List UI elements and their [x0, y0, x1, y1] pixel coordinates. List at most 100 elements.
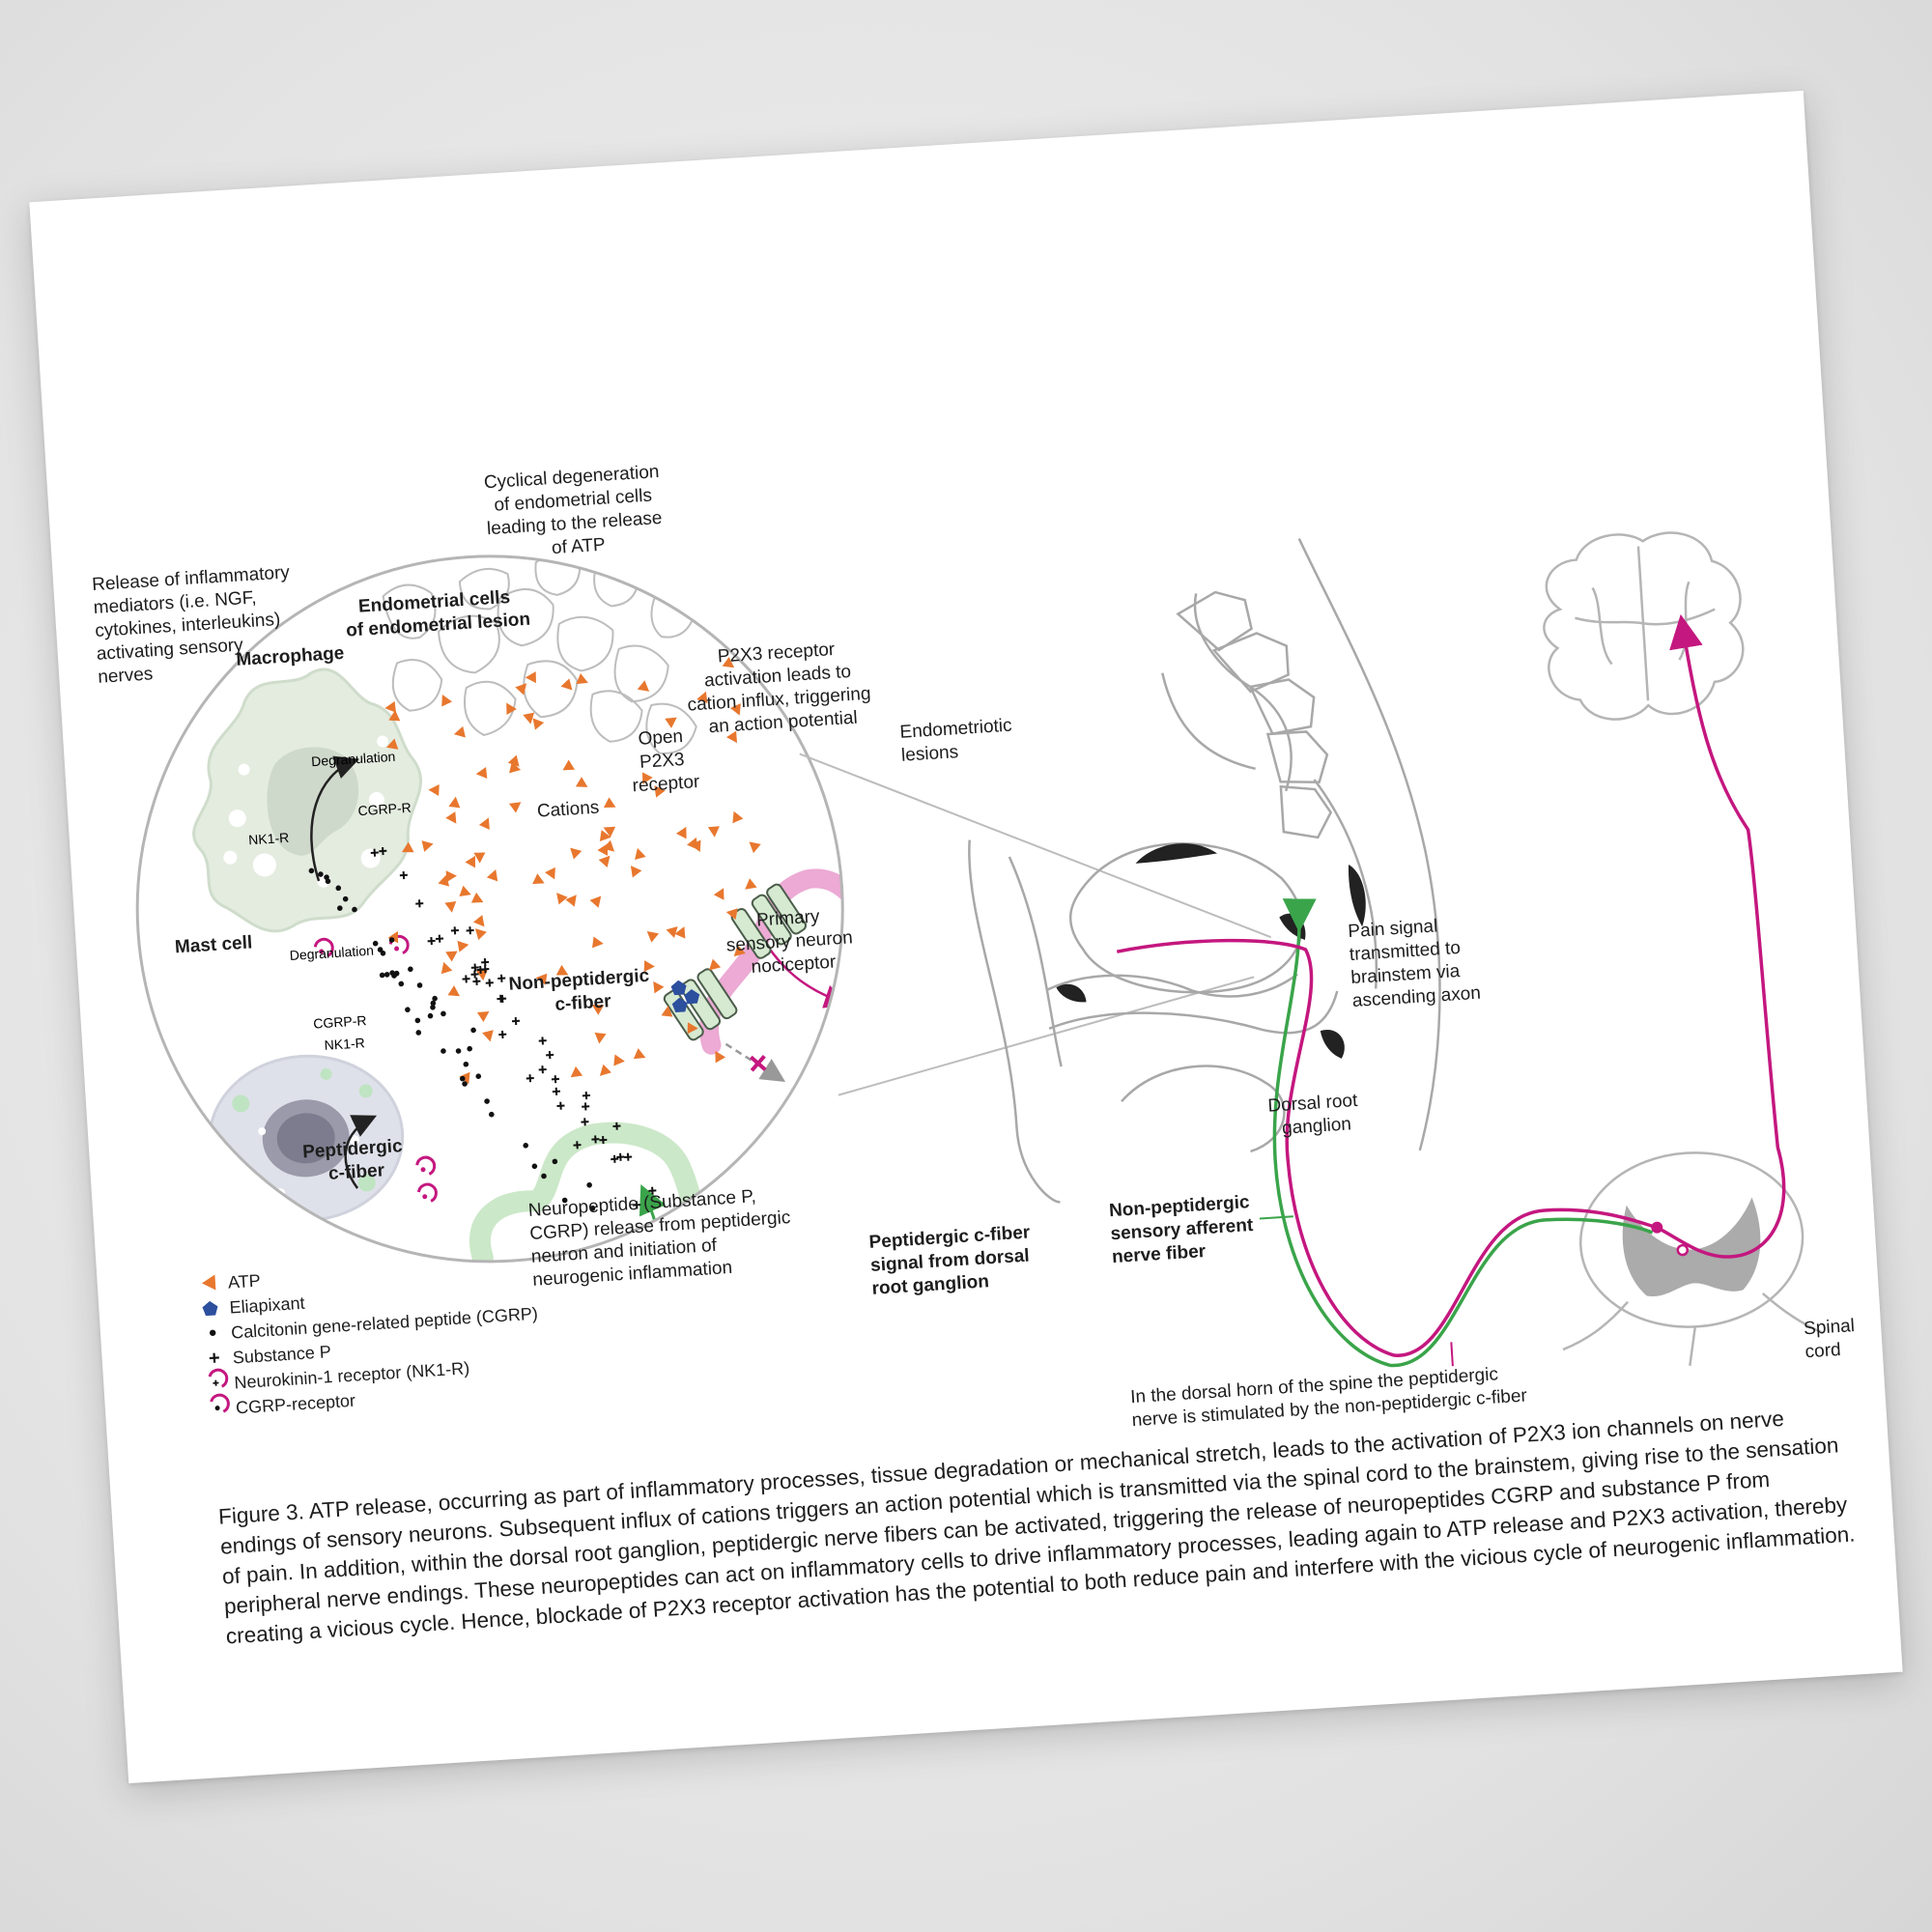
atp-molecule [729, 703, 741, 716]
substance-p-cross [470, 963, 479, 972]
substance-p-cross [582, 1092, 590, 1100]
atp-molecule [565, 895, 577, 907]
atp-molecule [687, 1022, 698, 1035]
atp-molecule [732, 810, 744, 824]
substance-p-cross [470, 970, 479, 979]
cgrp-dot [379, 972, 385, 979]
cgrp-dot [561, 1197, 568, 1204]
atp-molecule [591, 1005, 605, 1015]
atp-molecule [713, 888, 724, 900]
figure-sheet: Release of inflammatory mediators (i.e. … [29, 90, 1903, 1784]
cgrp-dot [552, 1158, 558, 1165]
cgrp-dot [475, 1073, 482, 1079]
label-pain-signal: Pain signal transmitted to brainstem via… [1348, 914, 1482, 1011]
substance-p-cross [466, 926, 474, 935]
atp-molecule [641, 772, 653, 784]
atp-molecules [384, 656, 761, 1085]
atp-molecule [448, 796, 461, 809]
cgrp-dot [416, 982, 423, 988]
cgrp-dot [462, 1081, 468, 1087]
atp-molecule [401, 841, 414, 853]
atp-molecule [722, 656, 735, 668]
legend-label: CGRP-receptor [235, 1391, 355, 1418]
cgrp-dot [470, 1027, 476, 1034]
non-peptidergic-nerve-path [1116, 938, 1658, 1357]
atp-molecule [602, 839, 615, 852]
atp-molecule [441, 695, 453, 707]
eliapixant-pentagon-icon [202, 1300, 218, 1317]
atp-molecule [687, 837, 698, 850]
cgrp-receptor-icon [210, 1393, 230, 1413]
substance-p-cross [462, 975, 470, 983]
cgrp-dot [484, 1098, 490, 1104]
atp-molecule [745, 878, 757, 890]
atp-molecule [637, 680, 650, 692]
cgrp-dot [586, 1181, 592, 1188]
zoom-circle-group [135, 554, 865, 1284]
substance-p-cross-icon [209, 1352, 219, 1363]
legend-item-substance-p: Substance P [209, 1342, 331, 1368]
label-neuropeptide-release: Neuropeptide (Substance P, CGRP) release… [527, 1184, 799, 1291]
atp-molecule [459, 885, 471, 897]
zoom-connector-lines [799, 753, 1271, 1096]
substance-p-cross [497, 974, 506, 982]
atp-molecule [635, 847, 646, 861]
atp-molecule [576, 673, 588, 685]
cgrp-dots [308, 867, 596, 1211]
atp-molecule [515, 683, 527, 696]
substance-p-cross [415, 899, 424, 908]
substance-p-cross [538, 1065, 547, 1074]
dorsal-root-ganglion-node [1651, 1221, 1663, 1234]
substance-p-cross [648, 1186, 657, 1195]
cgrp-dot [463, 1061, 469, 1067]
atp-molecule [545, 867, 555, 880]
cgrp-dot [405, 1007, 411, 1013]
legend: ATP Eliapixant Calcitonin gene-related p… [201, 1271, 538, 1418]
label-cations: Cations [536, 798, 600, 822]
atp-molecule [384, 700, 397, 713]
label-degranulation-macrophage: Degranulation [311, 749, 396, 769]
substance-p-cross [450, 926, 459, 935]
atp-molecule [506, 702, 517, 716]
dorsal-horn-synapse-node [1676, 1243, 1690, 1257]
spinal-cord-cross-section [1562, 1151, 1824, 1366]
cgrp-dot [342, 895, 349, 902]
cgrp-dot [432, 995, 438, 1002]
atp-molecule [535, 973, 548, 985]
substance-p-cross [427, 937, 436, 946]
cgrp-dot [467, 1045, 472, 1052]
substance-p-cross [552, 1087, 560, 1095]
p2x3-open-receptor [730, 883, 808, 959]
cgrp-dot [318, 871, 324, 877]
substance-p-cross [591, 1135, 600, 1144]
cgrp-dot [531, 1163, 538, 1170]
atp-molecule [603, 826, 616, 838]
legend-label: Substance P [232, 1342, 331, 1367]
cgrp-dot [337, 905, 343, 911]
substance-p-cross [498, 1030, 507, 1038]
cgrp-dot [430, 1000, 437, 1007]
atp-molecule [570, 1065, 583, 1078]
atp-molecule [675, 826, 687, 839]
substance-p-cross [633, 1201, 641, 1209]
atp-molecule [388, 710, 401, 722]
substance-p-cross [497, 994, 505, 1003]
label-cyclical-degeneration: Cyclical degeneration of endometrial cel… [483, 462, 668, 563]
cgrp-dot [408, 966, 413, 973]
label-cgrpr-macrophage: CGRP-R [357, 800, 412, 818]
cgrp-dot [427, 1012, 434, 1019]
substance-p-cross [370, 848, 379, 857]
label-peptidergic-signal: Peptidergic c-fiber signal from dorsal r… [868, 1222, 1038, 1299]
peptidergic-signal-leader [1259, 1215, 1293, 1220]
label-nk1r-mast: NK1-R [324, 1035, 365, 1053]
cgrp-dot [440, 1048, 446, 1054]
substance-p-cross [546, 1051, 554, 1060]
cgrp-dot [414, 1017, 421, 1024]
degranulation-arrow-mast [344, 1115, 378, 1189]
non-peptidergic-fiber-shape [699, 868, 865, 1117]
cgrp-dot [335, 885, 342, 892]
atp-molecule [749, 841, 761, 854]
legend-label: ATP [227, 1271, 261, 1293]
atp-molecule [570, 847, 582, 860]
legend-label: Eliapixant [229, 1293, 305, 1318]
